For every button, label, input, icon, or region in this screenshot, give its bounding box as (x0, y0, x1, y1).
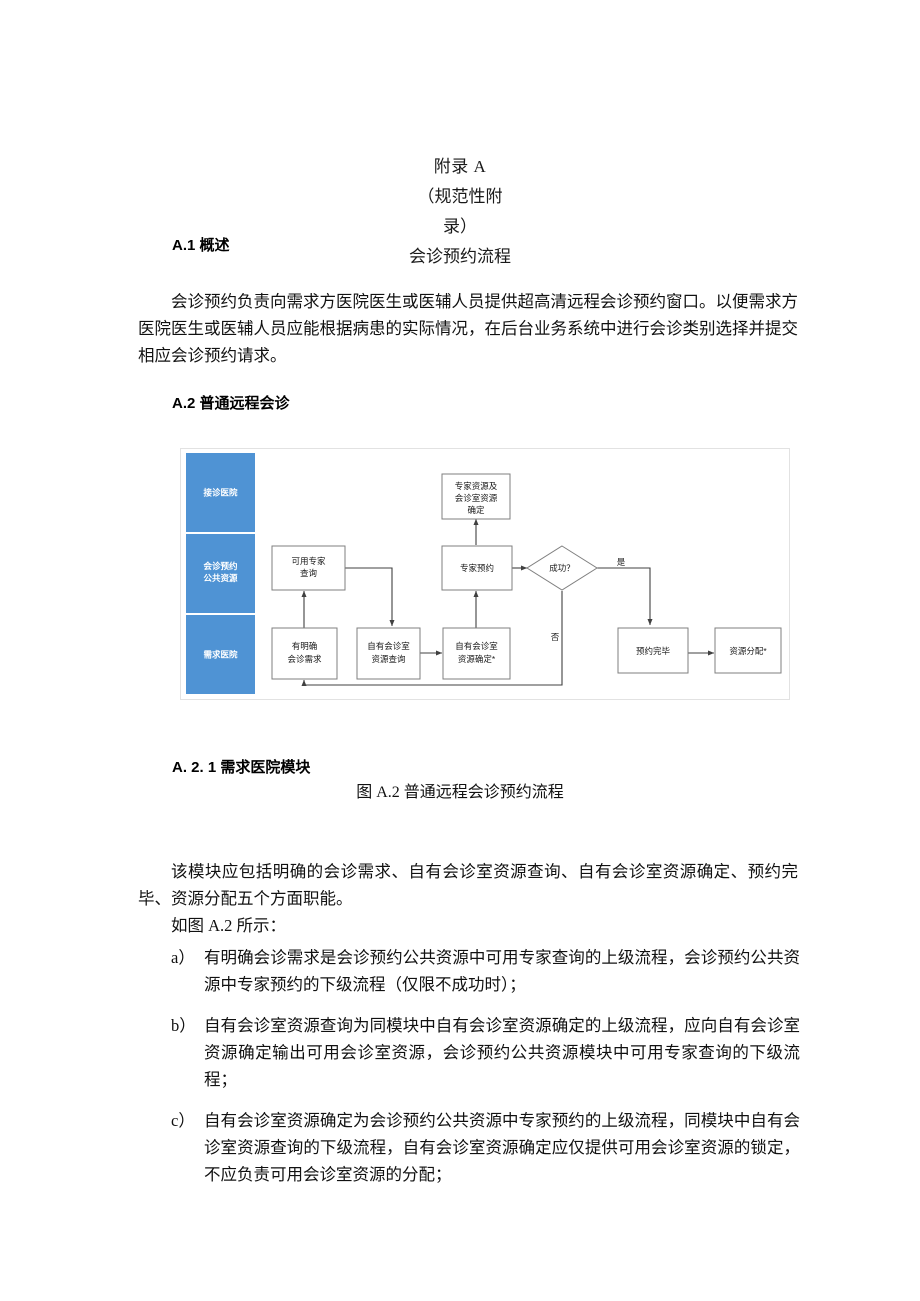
node-expert-room-resource-confirm-line2: 会诊室资源 (455, 493, 498, 503)
appendix-subtitle-line1: （规范性附 (417, 187, 503, 206)
lane-demand-hospital (186, 615, 255, 694)
heading-a2-1: A. 2. 1 需求医院模块 (172, 759, 311, 776)
heading-a1: A.1 概述 (172, 237, 230, 254)
lane-demand-hospital-label: 需求医院 (203, 650, 238, 660)
list-item-marker: a） (171, 948, 195, 967)
figure-caption: 图 A.2 普通远程会诊预约流程 (356, 784, 564, 801)
edge-expert-query-to-room-query (345, 567, 395, 627)
list-item: b） 自有会诊室资源查询为同模块中自有会诊室资源确定的上级流程，应向自有会诊室资… (138, 1012, 800, 1093)
list-item-text: 自有会诊室资源确定为会诊预约公共资源中专家预约的上级流程，同模块中自有会诊室资源… (204, 1111, 800, 1184)
node-available-expert-query: 可用专家 查询 (271, 545, 346, 591)
consultation-booking-flowchart: 接诊医院 会诊预约 公共资源 需求医院 (180, 448, 790, 700)
edge-decision-no-to-demand (301, 591, 563, 687)
lane-receiving-hospital (186, 453, 255, 532)
paragraph-overview: 会诊预约负责向需求方医院医生或医辅人员提供超高清远程会诊预约窗口。以便需求方医院… (138, 292, 798, 365)
clause-list: a） 有明确会诊需求是会诊预约公共资源中可用专家查询的上级流程，会诊预约公共资源… (138, 944, 800, 1202)
node-own-room-resource-confirm: 自有会诊室 资源确定* (442, 627, 511, 680)
lane-receiving-hospital-label: 接诊医院 (203, 488, 238, 498)
paragraph-module-intro: 该模块应包括明确的会诊需求、自有会诊室资源查询、自有会诊室资源确定、预约完毕、资… (138, 862, 798, 908)
list-item-text: 自有会诊室资源查询为同模块中自有会诊室资源确定的上级流程，应向自有会诊室资源确定… (204, 1016, 800, 1089)
node-expert-room-resource-confirm: 专家资源及 会诊室资源 确定 (441, 473, 511, 520)
list-item-marker: b） (171, 1016, 196, 1035)
node-expert-room-resource-confirm-line1: 专家资源及 (455, 481, 498, 491)
list-item: a） 有明确会诊需求是会诊预约公共资源中可用专家查询的上级流程，会诊预约公共资源… (138, 944, 800, 998)
node-booking-complete-label: 预约完毕 (636, 646, 671, 656)
list-item-marker: c） (171, 1111, 195, 1130)
node-clear-consult-demand-line1: 有明确 (292, 641, 318, 651)
node-own-room-resource-query-line2: 资源查询 (371, 654, 405, 664)
node-clear-consult-demand-line2: 会诊需求 (287, 654, 322, 664)
node-success-decision-label: 成功？ (549, 563, 575, 573)
node-own-room-resource-confirm-line1: 自有会诊室 (455, 641, 498, 651)
node-clear-consult-demand: 有明确 会诊需求 (271, 627, 338, 680)
list-item-text: 有明确会诊需求是会诊预约公共资源中可用专家查询的上级流程，会诊预约公共资源中专家… (204, 948, 800, 994)
node-available-expert-query-line2: 查询 (300, 568, 317, 578)
node-resource-allocation-label: 资源分配* (729, 646, 767, 656)
node-expert-room-resource-confirm-line3: 确定 (467, 505, 485, 515)
appendix-subtitle-line2: 录） (443, 217, 477, 236)
node-expert-booking-label: 专家预约 (460, 563, 494, 573)
node-own-room-resource-query-line1: 自有会诊室 (367, 641, 410, 651)
lane-public-resource-label-line1: 会诊预约 (202, 561, 238, 571)
node-own-room-resource-query: 自有会诊室 资源查询 (356, 627, 421, 680)
node-expert-booking: 专家预约 (441, 545, 513, 591)
appendix-name: 会诊预约流程 (409, 247, 511, 266)
heading-a2: A.2 普通远程会诊 (172, 395, 290, 412)
node-resource-allocation: 资源分配* (714, 627, 782, 674)
node-available-expert-query-line1: 可用专家 (291, 556, 326, 566)
list-item: c） 自有会诊室资源确定为会诊预约公共资源中专家预约的上级流程，同模块中自有会诊… (138, 1107, 800, 1188)
appendix-title-block: 附录 A （规范性附 录） 会诊预约流程 (0, 152, 920, 272)
appendix-title: 附录 A (433, 157, 487, 176)
paragraph-as-shown: 如图 A.2 所示： (171, 916, 287, 935)
lane-public-resource-label-line2: 公共资源 (203, 573, 238, 583)
node-booking-complete: 预约完毕 (617, 627, 689, 674)
swimlane-column: 接诊医院 会诊预约 公共资源 需求医院 (186, 453, 255, 694)
lane-public-resource (186, 534, 255, 613)
node-own-room-resource-confirm-line2: 资源确定* (458, 654, 496, 664)
edge-decision-yes-to-complete (597, 567, 653, 626)
diagram-connectors (301, 518, 715, 687)
edge-label-no: 否 (551, 632, 560, 642)
edge-label-yes: 是 (617, 557, 626, 567)
node-success-decision: 成功？ (526, 545, 598, 591)
